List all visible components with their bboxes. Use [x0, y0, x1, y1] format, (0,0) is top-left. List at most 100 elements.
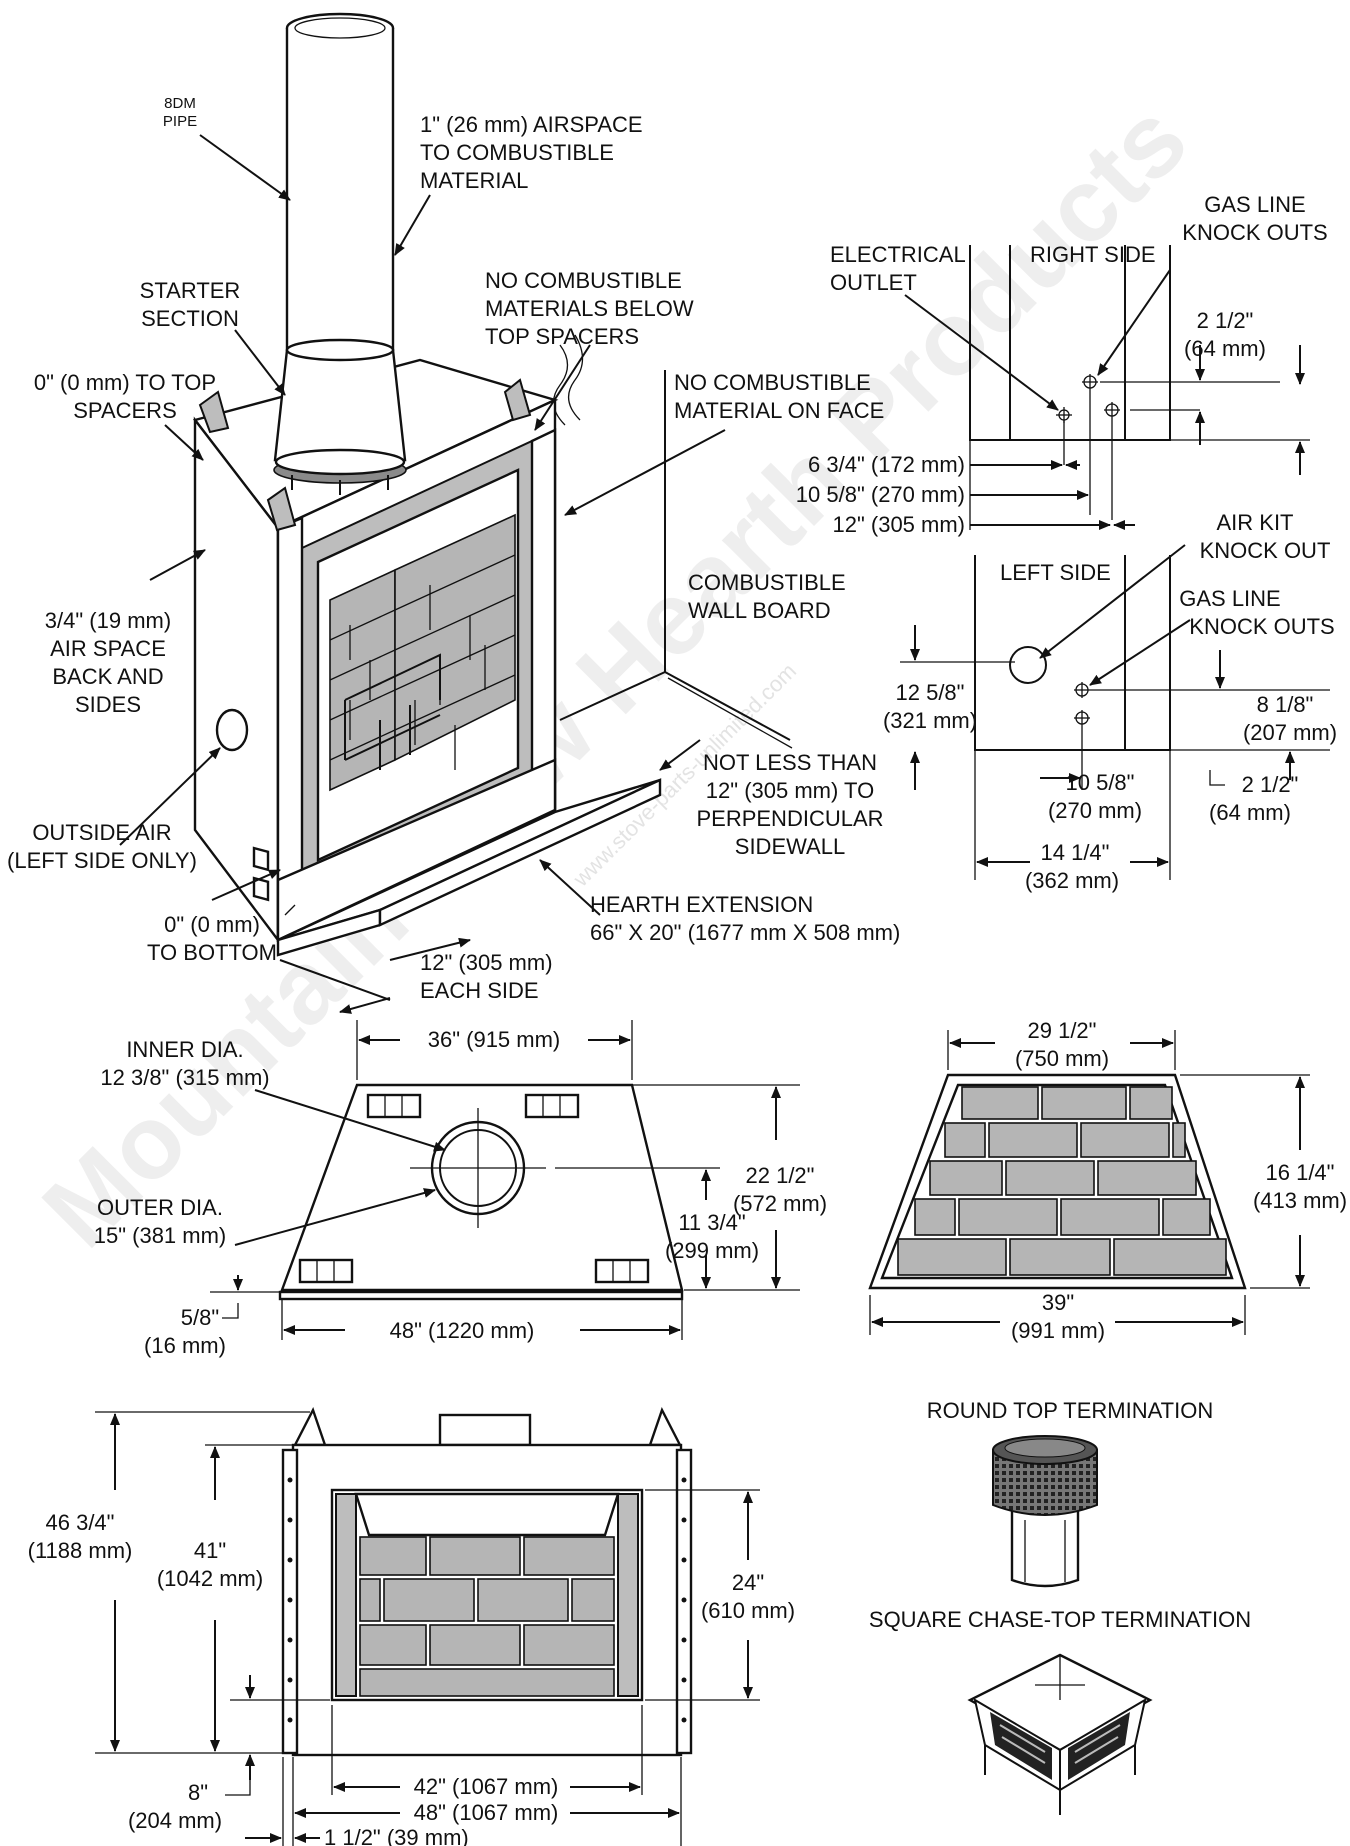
liner-dim-16-2: (413 mm) [1253, 1188, 1347, 1213]
outer-dia-2: 15" (381 mm) [94, 1223, 227, 1248]
electrical-label-2: OUTLET [830, 270, 917, 295]
main-view-labels: 8DM PIPE 1" (26 mm) AIRSPACE TO COMBUSTI… [7, 95, 900, 1003]
air-kit-label-2: KNOCK OUT [1200, 538, 1331, 563]
square-termination-label: SQUARE CHASE-TOP TERMINATION [869, 1607, 1251, 1632]
front-dim-8-2: (204 mm) [128, 1808, 222, 1833]
top-spacer-front [266, 486, 297, 532]
front-dim-8-1: 8" [188, 1780, 208, 1805]
comb-wall-1: COMBUSTIBLE [688, 570, 846, 595]
each-side-1: 12" (305 mm) [420, 950, 553, 975]
outside-air-1: OUTSIDE AIR [32, 820, 171, 845]
liner-dim-29-1: 29 1/2" [1028, 1018, 1097, 1043]
top-dim-48: 48" (1220 mm) [390, 1318, 535, 1343]
top-spacer-left [198, 390, 230, 434]
air-kit-label-1: AIR KIT [1216, 510, 1293, 535]
right-dim-10: 10 5/8" (270 mm) [796, 482, 965, 507]
right-side-outline [969, 245, 1171, 441]
no-comb-below-1: NO COMBUSTIBLE [485, 268, 682, 293]
left-dim-8-2: (207 mm) [1243, 720, 1337, 745]
front-spacer-left [293, 1406, 327, 1447]
starter-section [273, 348, 407, 462]
right-side-title: RIGHT SIDE [1030, 242, 1156, 267]
not-less-4: SIDEWALL [735, 834, 845, 859]
top-spacers-label-2: SPACERS [73, 398, 177, 423]
isometric-fireplace-view [192, 12, 793, 957]
pipe-label-2: PIPE [163, 113, 197, 130]
front-dim-24-1: 24" [732, 1570, 764, 1595]
air-kit-knockout [1009, 646, 1047, 684]
bottom-label-1: 0" (0 mm) [164, 912, 260, 937]
brick-liner-view: 29 1/2" (750 mm) 16 1/4" (413 mm) 39" (9… [868, 1018, 1347, 1343]
left-side-detail: LEFT SIDE AIR KIT KNOCK OUT GAS LINE KNO… [883, 510, 1337, 893]
right-gas-knockouts [1082, 374, 1120, 418]
right-gas-label-1: GAS LINE [1204, 192, 1305, 217]
air-space-back-1: 3/4" (19 mm) [45, 608, 171, 633]
liner-bricks [897, 1086, 1227, 1276]
top-spacers-label-1: 0" (0 mm) TO TOP [34, 370, 216, 395]
left-dim-2half-2: (64 mm) [1209, 800, 1291, 825]
airspace-label-2: TO COMBUSTIBLE [420, 140, 614, 165]
front-dim-46-2: (1188 mm) [28, 1538, 133, 1563]
wall-floor-line [664, 671, 791, 741]
firebox-bricks [329, 513, 516, 792]
no-comb-below-2: MATERIALS BELOW [485, 296, 694, 321]
right-gas-label-2: KNOCK OUTS [1182, 220, 1327, 245]
left-dim-10-1: 10 5/8" [1066, 770, 1135, 795]
top-dim-11-1: 11 3/4" [678, 1210, 745, 1235]
right-side-detail: ELECTRICAL OUTLET RIGHT SIDE GAS LINE KN… [796, 192, 1328, 537]
right-dim-6: 6 3/4" (172 mm) [808, 452, 965, 477]
front-dim-41-2: (1042 mm) [157, 1566, 263, 1591]
top-dim-5-2: (16 mm) [144, 1333, 226, 1358]
terminations: ROUND TOP TERMINATION SQUARE CHASE-TOP T… [869, 1398, 1251, 1815]
liner-dim-29-2: (750 mm) [1015, 1046, 1109, 1071]
air-space-back-3: BACK AND [52, 664, 163, 689]
top-view: 36" (915 mm) INNER DIA. 12 3/8" (315 mm)… [94, 1020, 827, 1358]
top-dim-36: 36" (915 mm) [428, 1027, 561, 1052]
front-dim-48: 48" (1067 mm) [414, 1800, 559, 1825]
top-dim-22-2: (572 mm) [733, 1191, 827, 1216]
left-dim-12-1: 12 5/8" [896, 680, 965, 705]
round-termination-label: ROUND TOP TERMINATION [927, 1398, 1213, 1423]
main-view-leaders [119, 134, 726, 1014]
liner-dim-39-1: 39" [1042, 1290, 1074, 1315]
comb-wall-2: WALL BOARD [688, 598, 831, 623]
round-top-termination [992, 1435, 1098, 1588]
not-less-2: 12" (305 mm) TO [706, 778, 874, 803]
left-gas-knockouts [1074, 682, 1090, 726]
top-dim-5-1: 5/8" [181, 1305, 219, 1330]
no-comb-below-3: TOP SPACERS [485, 324, 639, 349]
front-spacer-right [648, 1406, 682, 1447]
right-dim-12: 12" (305 mm) [832, 512, 965, 537]
starter-label-1: STARTER [140, 278, 241, 303]
front-bricks [359, 1536, 615, 1697]
front-rivets [287, 1477, 687, 1723]
airspace-label-3: MATERIAL [420, 168, 528, 193]
not-less-3: PERPENDICULAR [696, 806, 883, 831]
hearth-label-2: 66" X 20" (1677 mm X 508 mm) [590, 920, 900, 945]
starter-label-2: SECTION [141, 306, 239, 331]
left-side-title: LEFT SIDE [1000, 560, 1111, 585]
left-dim-8-1: 8 1/8" [1257, 692, 1314, 717]
pipe-label-1: 8DM [164, 95, 196, 112]
bottom-label-2: TO BOTTOM [147, 940, 277, 965]
top-spacer-right [503, 378, 532, 422]
left-dim-14-1: 14 1/4" [1041, 840, 1110, 865]
flue-collar [438, 1413, 532, 1447]
top-dim-22-1: 22 1/2" [746, 1163, 815, 1188]
no-comb-face-2: MATERIAL ON FACE [674, 398, 884, 423]
left-gas-label-1: GAS LINE [1179, 586, 1280, 611]
top-dim-11-2: (299 mm) [665, 1238, 759, 1263]
liner-dim-39-2: (991 mm) [1011, 1318, 1105, 1343]
left-dim-14-2: (362 mm) [1025, 868, 1119, 893]
front-view: 46 3/4" (1188 mm) 41" (1042 mm) 24" (610… [28, 1406, 795, 1846]
top-view-vents [298, 1093, 650, 1284]
outside-air-port [215, 708, 249, 752]
outside-air-2: (LEFT SIDE ONLY) [7, 848, 197, 873]
square-chase-top-termination [967, 1653, 1153, 1815]
not-less-1: NOT LESS THAN [703, 750, 877, 775]
electrical-label-1: ELECTRICAL [830, 242, 966, 267]
air-space-back-2: AIR SPACE [50, 636, 166, 661]
front-dim-1half: 1 1/2" (39 mm) [324, 1825, 469, 1846]
